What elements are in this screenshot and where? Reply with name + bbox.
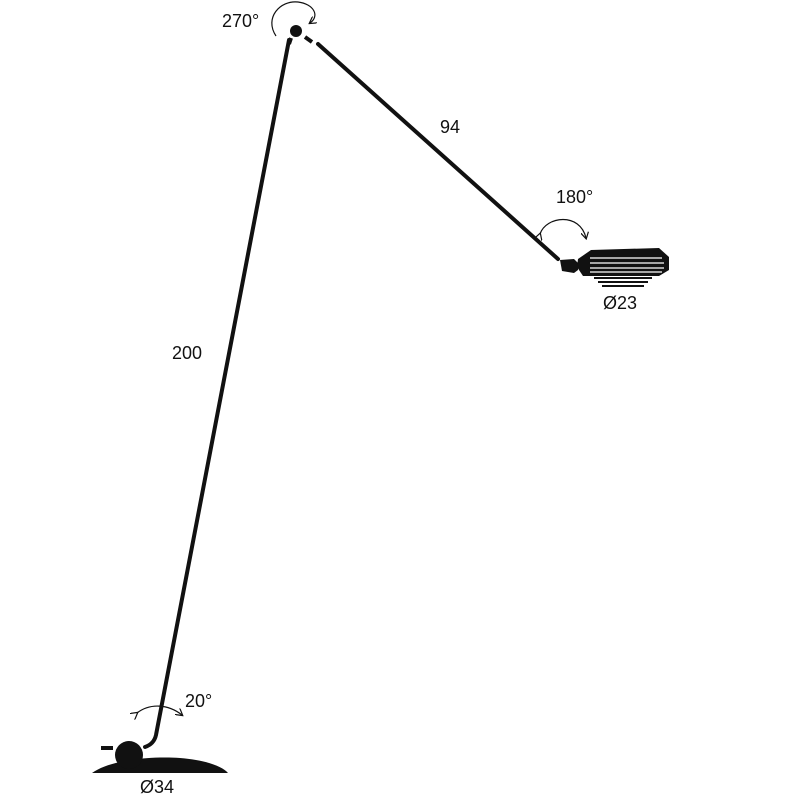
head-diameter-label: Ø23 <box>603 293 638 313</box>
lamp-top-joint-gap-left <box>287 37 293 45</box>
lamp-head-connector <box>560 259 578 273</box>
lamp-lower-arm <box>143 38 291 749</box>
lamp-top-joint-gap-right <box>303 35 314 44</box>
lamp-base-knob <box>115 741 143 769</box>
base-rotation-label: 20° <box>185 691 213 711</box>
lamp-upper-arm <box>316 42 560 261</box>
base-diameter-label: Ø34 <box>140 777 175 797</box>
rotation-arrow-20 <box>137 705 182 715</box>
head-rotation-label: 180° <box>556 187 594 207</box>
top-joint-rotation-label: 270° <box>222 11 260 31</box>
lamp-head <box>577 248 669 287</box>
upper-arm-length-label: 94 <box>440 117 461 137</box>
lower-arm-length-label: 200 <box>172 343 203 363</box>
rotation-arrow-270 <box>271 1 315 37</box>
rotation-arrow-180 <box>540 219 586 239</box>
lamp-top-joint <box>290 25 302 37</box>
lamp-base-plate <box>92 757 228 773</box>
